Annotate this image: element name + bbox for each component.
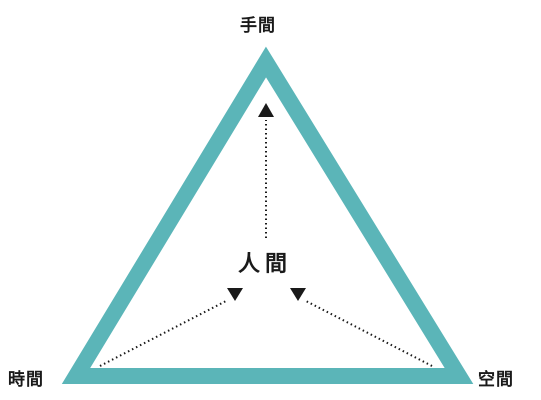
- arrow-down-left-head-icon: [227, 288, 243, 301]
- node-label-top: 手間: [240, 16, 276, 36]
- arrow-up-head-icon: [258, 103, 274, 117]
- teal-triangle-outline: [61, 46, 474, 384]
- arrow-down-right-head-icon: [290, 288, 306, 301]
- node-label-right: 空間: [478, 370, 514, 390]
- node-label-center: 人間: [238, 252, 293, 277]
- node-label-left: 時間: [8, 370, 44, 390]
- arrow-right-to-center-line: [303, 299, 433, 367]
- arrow-left-to-center-line: [99, 299, 229, 367]
